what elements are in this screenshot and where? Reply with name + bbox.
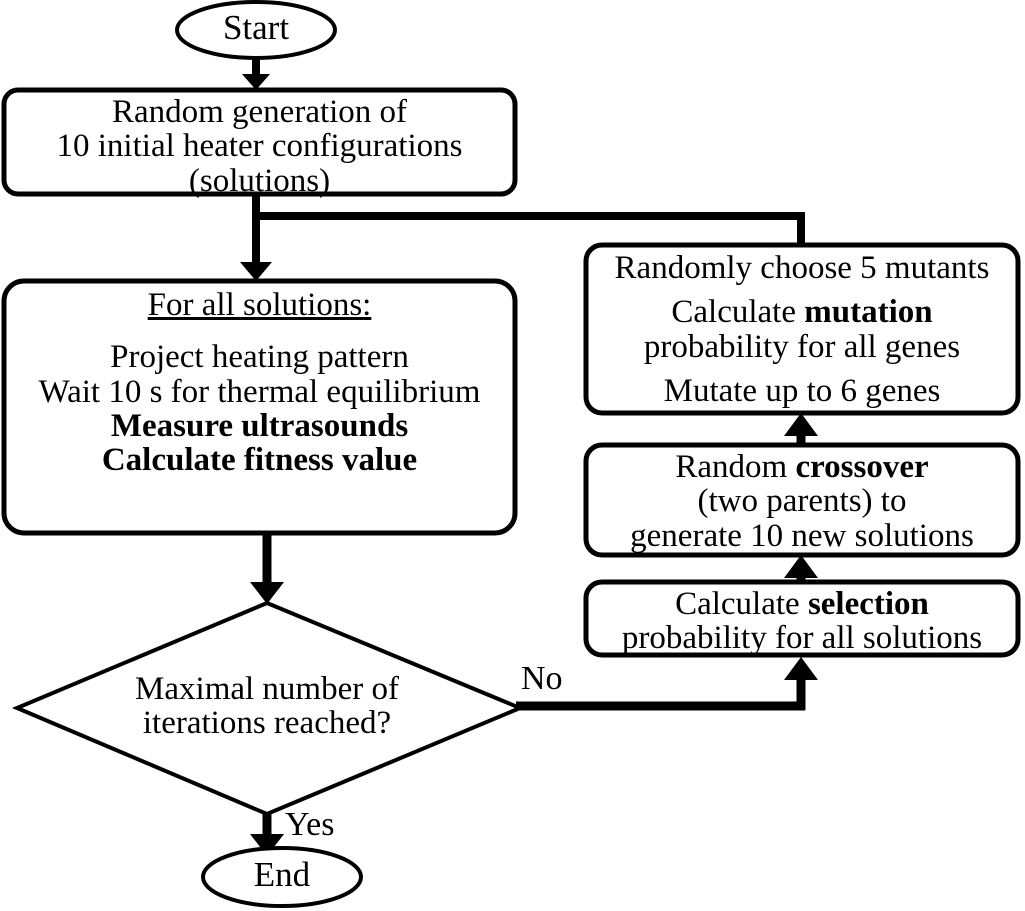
connector-start-to-init xyxy=(242,58,270,90)
selection-label-wrap: Calculate selection probability for all … xyxy=(586,587,1018,656)
init-line-2: 10 initial heater configurations xyxy=(56,128,463,165)
crossover-label-wrap: Random crossover (two parents) to genera… xyxy=(586,450,1018,553)
evaluate-line-2: Wait 10 s for thermal equilibrium xyxy=(38,373,481,410)
init-line-3: (solutions) xyxy=(188,162,331,199)
connector-selection-to-crossover xyxy=(784,555,818,582)
decision-line-2: iterations reached? xyxy=(142,705,392,742)
edge-label-yes: Yes xyxy=(285,806,335,843)
mutation-box xyxy=(583,242,1021,416)
mutation-line-3: probability for all genes xyxy=(643,328,961,365)
evaluate-label-wrap: For all solutions: Project heating patte… xyxy=(4,288,515,478)
connector-crossover-to-mutation xyxy=(784,413,818,445)
crossover-line-2: (two parents) to xyxy=(697,483,907,520)
evaluate-spacer xyxy=(4,322,515,340)
mutation-label-wrap: Randomly choose 5 mutants Calculate muta… xyxy=(586,250,1018,409)
connector-evaluate-to-decision xyxy=(250,533,284,604)
end-label: End xyxy=(253,855,311,894)
crossover-line-1: Random crossover xyxy=(586,450,1018,484)
evaluate-heading: For all solutions: xyxy=(147,287,372,323)
mutation-line-2: Calculate mutation xyxy=(586,295,1018,329)
mutation-line-2-prefix: Calculate xyxy=(671,294,805,331)
connector-yes-path xyxy=(250,812,284,856)
start-label-wrap: Start xyxy=(177,8,335,47)
mutation-line-1: Randomly choose 5 mutants xyxy=(614,250,990,286)
crossover-line-1-prefix: Random xyxy=(675,449,796,485)
init-line-1: Random generation of xyxy=(111,94,408,130)
crossover-line-1-bold: crossover xyxy=(795,449,929,485)
selection-line-2: probability for all solutions xyxy=(621,620,983,657)
decision-line-1: Maximal number of xyxy=(135,671,399,707)
start-label: Start xyxy=(222,8,290,47)
selection-line-1: Calculate selection xyxy=(586,587,1018,621)
connector-no-path xyxy=(516,657,818,711)
evaluate-box xyxy=(1,278,518,536)
evaluate-bold-line-1: Measure ultrasounds xyxy=(110,407,409,444)
end-label-wrap: End xyxy=(203,855,361,894)
selection-line-1-bold: selection xyxy=(807,586,929,622)
edge-label-no: No xyxy=(521,660,563,697)
evaluate-bold-line-2: Calculate fitness value xyxy=(101,442,418,479)
decision-label-wrap: Maximal number of iterations reached? xyxy=(67,672,467,741)
evaluate-line-1: Project heating pattern xyxy=(110,339,409,376)
selection-line-1-prefix: Calculate xyxy=(675,586,808,622)
end-terminator xyxy=(201,846,363,908)
init-label-wrap: Random generation of 10 initial heater c… xyxy=(4,95,515,198)
mutation-line-2-bold: mutation xyxy=(804,294,933,331)
crossover-line-3: generate 10 new solutions xyxy=(630,517,974,554)
connector-init-split xyxy=(240,194,805,281)
mutation-line-4: Mutate up to 6 genes xyxy=(663,372,941,409)
